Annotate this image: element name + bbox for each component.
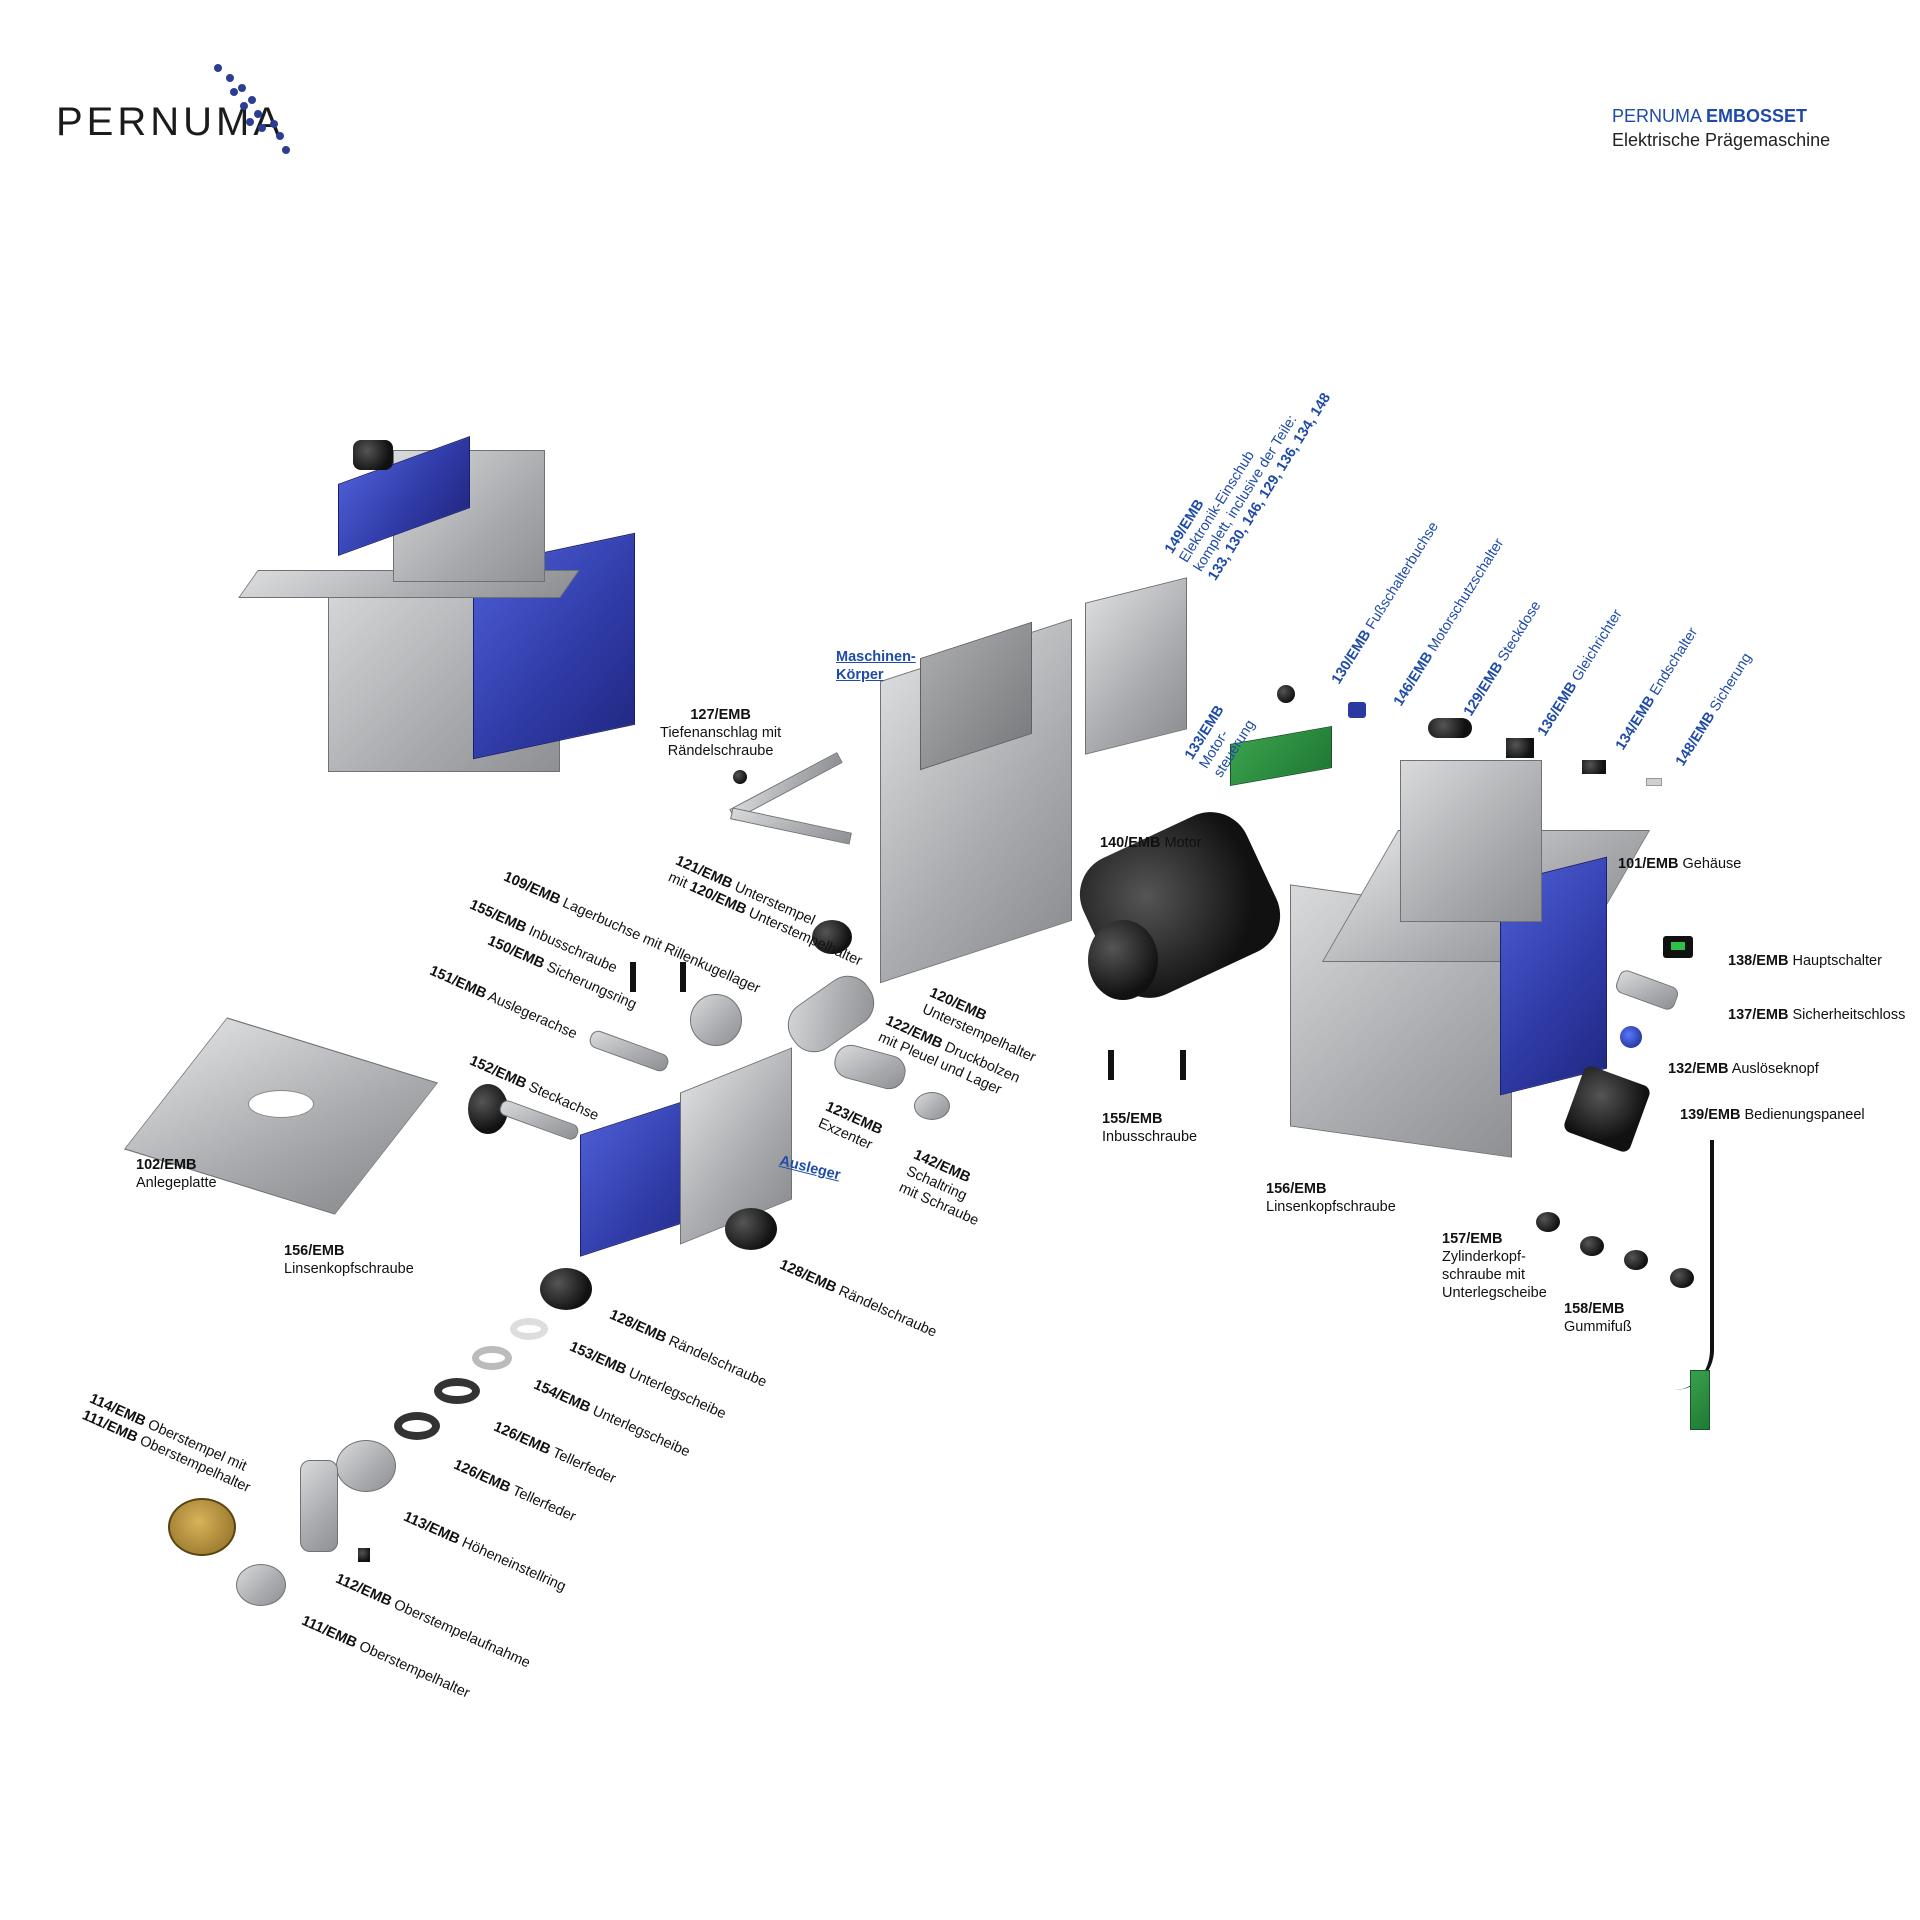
pressure-bolt <box>778 966 884 1062</box>
label-128a: 128/EMB Rändelschraube <box>777 1256 939 1341</box>
label-138: 138/EMB Hauptschalter <box>1728 953 1882 969</box>
bearing-bush <box>690 994 742 1046</box>
knurled-screw-1 <box>725 1208 777 1250</box>
motor-flange <box>1088 920 1158 1000</box>
washer-154 <box>472 1346 512 1370</box>
control-cable <box>1620 1140 1714 1390</box>
housing-back <box>1400 760 1542 922</box>
rubber-foot-3 <box>1624 1250 1648 1270</box>
motor-protect-switch <box>1348 702 1366 718</box>
set-screw <box>358 1548 370 1562</box>
depth-stop-knob <box>733 770 747 784</box>
release-button <box>1620 1026 1642 1048</box>
upper-stamp-holder <box>236 1564 286 1606</box>
switching-ring <box>914 1092 950 1120</box>
cable-connector <box>1690 1370 1710 1430</box>
label-114: 114/EMB Oberstempel mit 111/EMB Oberstem… <box>79 1390 253 1497</box>
allen-screws-155b <box>1108 1050 1186 1080</box>
allen-screws-155a <box>630 962 686 992</box>
label-maschinen-koerper: Maschinen-Körper <box>836 649 916 683</box>
endswitch-part <box>1582 760 1606 774</box>
depth-stop-leg <box>730 807 852 845</box>
label-132: 132/EMB Auslöseknopf <box>1668 1061 1819 1077</box>
upper-stamp <box>168 1498 236 1556</box>
disc-spring-2 <box>394 1412 440 1440</box>
product-title: PERNUMA EMBOSSET <box>1612 106 1808 126</box>
upper-stamp-mount <box>300 1460 338 1552</box>
height-ring <box>336 1440 396 1492</box>
main-switch <box>1663 936 1693 958</box>
rectifier-part <box>1506 738 1534 758</box>
socket-part <box>1428 718 1472 738</box>
electronics-tray <box>1085 577 1187 755</box>
label-126a: 126/EMB Tellerfeder <box>491 1418 619 1488</box>
label-149: 149/EMB Elektronik-Einschub komplett, in… <box>1162 390 1335 584</box>
lower-stamp <box>812 920 852 954</box>
rubber-foot-4 <box>1670 1268 1694 1288</box>
label-113: 113/EMB Höheneinstellring <box>401 1508 569 1596</box>
boom-axle <box>587 1028 671 1074</box>
footswitch-socket <box>1277 685 1295 703</box>
label-137: 137/EMB Sicherheitschloss <box>1728 1007 1906 1023</box>
mounting-plate-cutout <box>248 1090 314 1118</box>
knurled-screw-2 <box>540 1268 592 1310</box>
disc-spring-1 <box>434 1378 480 1404</box>
rubber-feet <box>1536 1212 1560 1232</box>
washer-153 <box>510 1318 548 1340</box>
label-129: 129/EMB Steckdose <box>1460 598 1545 720</box>
assembled-machine <box>238 435 648 780</box>
label-139: 139/EMB Bedienungspaneel <box>1680 1107 1865 1123</box>
safety-lock <box>1613 968 1681 1012</box>
rubber-foot-2 <box>1580 1236 1604 1256</box>
product-subtitle: Elektrische Prägemaschine <box>1612 130 1831 150</box>
logo-dots <box>0 0 300 160</box>
label-126b: 126/EMB Tellerfeder <box>451 1456 579 1526</box>
label-101: 101/EMB Gehäuse <box>1618 856 1742 872</box>
label-136: 136/EMB Gleichrichter <box>1534 606 1626 740</box>
label-140: 140/EMB Motor <box>1100 835 1202 851</box>
product-header: PERNUMA EMBOSSET Elektrische Prägemaschi… <box>1612 104 1830 152</box>
label-148: 148/EMB Sicherung <box>1672 650 1756 770</box>
fuse-part <box>1646 778 1662 786</box>
